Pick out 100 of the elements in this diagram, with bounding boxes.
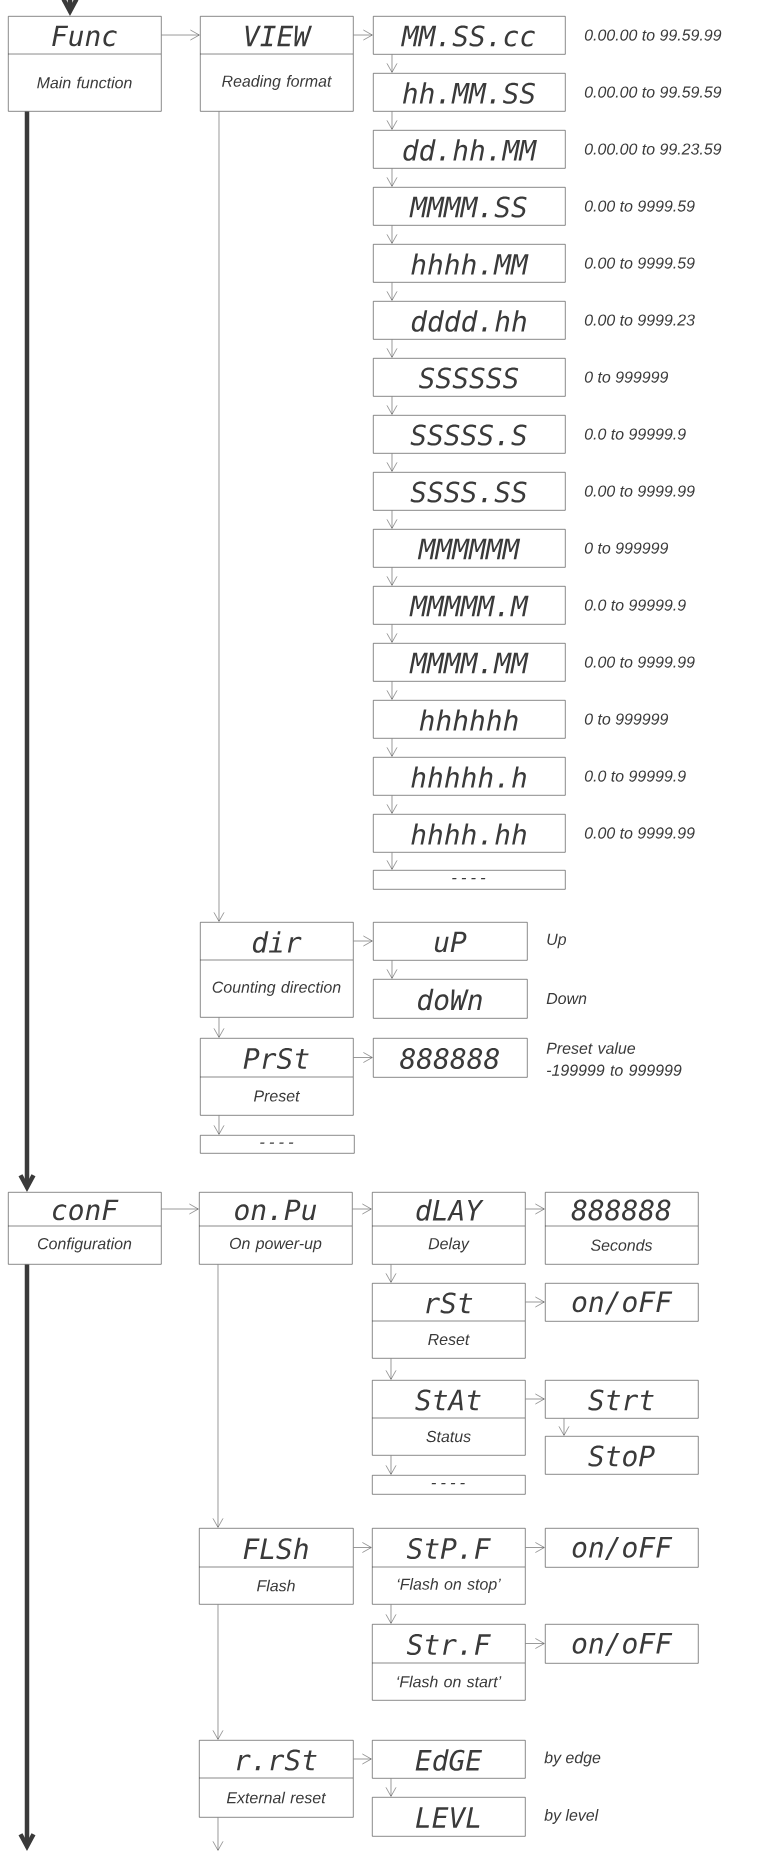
menu-box: conF Configuration xyxy=(7,1192,162,1265)
arrow xyxy=(353,1753,372,1765)
arrow xyxy=(353,1052,373,1063)
value-label: 0.00.00 to 99.23.59 xyxy=(584,143,722,155)
arrow xyxy=(386,960,398,979)
arrow xyxy=(212,1817,224,1851)
value-label: 0.00.00 to 99.59.99 xyxy=(584,29,722,41)
value-label: 0.00 to 9999.99 xyxy=(584,485,695,497)
menu-box: ---- xyxy=(200,1135,355,1154)
arrow xyxy=(213,1115,225,1135)
menu-box: StoP xyxy=(545,1436,699,1475)
arrow xyxy=(386,510,398,529)
arrow xyxy=(386,795,398,814)
arrow xyxy=(386,54,398,73)
arrow xyxy=(385,1264,397,1283)
arrow xyxy=(161,29,200,41)
menu-box: FLSh Flash xyxy=(198,1528,354,1605)
arrow xyxy=(161,1203,199,1215)
value-label: 0 to 999999 xyxy=(584,713,669,725)
arrow xyxy=(525,1542,545,1553)
menu-box: Strt xyxy=(545,1380,699,1419)
value-label: 0 to 999999 xyxy=(584,542,669,554)
arrow xyxy=(386,168,398,187)
menu-box: MMMM.SS xyxy=(373,187,566,226)
arrow xyxy=(18,111,36,1192)
value-label: 0.00 to 9999.59 xyxy=(584,257,695,269)
menu-box: dir Counting direction xyxy=(199,922,354,1018)
arrow xyxy=(18,1264,36,1851)
menu-box: MMMMMM xyxy=(373,529,566,568)
value-label: Down xyxy=(546,992,587,1005)
arrow xyxy=(386,282,398,301)
menu-box: VIEW Reading format xyxy=(199,16,354,112)
menu-box: on/oFF xyxy=(545,1624,699,1664)
menu-box: 888888 xyxy=(373,1038,528,1078)
menu-box: on/oFF xyxy=(545,1528,699,1568)
menu-box: SSSSS.S xyxy=(373,415,566,454)
value-label: 0.0 to 99999.9 xyxy=(584,770,686,782)
menu-box: uP xyxy=(373,922,528,961)
arrow xyxy=(386,624,398,643)
menu-box: on/oFF xyxy=(545,1283,699,1322)
value-label: 0.00 to 9999.59 xyxy=(584,200,695,212)
arrow xyxy=(61,0,79,16)
value-label: 0.0 to 99999.9 xyxy=(584,428,686,440)
menu-box: StAt Status xyxy=(371,1380,526,1456)
menu-box: r.rSt External reset xyxy=(198,1740,354,1818)
value-label: 0.00.00 to 99.59.59 xyxy=(584,86,722,98)
arrow xyxy=(525,1393,545,1405)
arrow xyxy=(525,1203,545,1215)
menu-box: PrSt Preset xyxy=(199,1038,354,1116)
menu-box: 888888 Seconds xyxy=(544,1192,699,1265)
arrow xyxy=(386,339,398,358)
arrow xyxy=(212,1604,224,1740)
arrow xyxy=(212,1264,224,1528)
menu-box: Func Main function xyxy=(7,16,162,112)
menu-box: Str.F ‘Flash on start’ xyxy=(371,1624,526,1701)
arrow xyxy=(213,1017,225,1038)
menu-box: rSt Reset xyxy=(371,1283,526,1359)
menu-box: dLAY Delay xyxy=(371,1192,526,1265)
arrow xyxy=(385,1358,397,1380)
menu-box: hhhhhh xyxy=(373,700,566,739)
value-label: by edge xyxy=(544,1751,601,1767)
arrow xyxy=(525,1638,545,1649)
value-label: 0.00 to 9999.99 xyxy=(584,656,695,668)
value-label: 0.00 to 9999.99 xyxy=(584,827,695,839)
arrow xyxy=(386,681,398,700)
arrow xyxy=(386,396,398,415)
value-label: 0.0 to 99999.9 xyxy=(584,599,686,611)
arrow xyxy=(385,1778,397,1797)
menu-box: on.Pu On power-up xyxy=(198,1192,353,1265)
arrow xyxy=(353,1542,372,1553)
arrow xyxy=(353,29,373,41)
arrow xyxy=(386,111,398,130)
menu-box: SSSS.SS xyxy=(373,472,566,511)
menu-box: StP.F ‘Flash on stop’ xyxy=(371,1528,526,1605)
menu-box: hhhh.hh xyxy=(373,814,566,853)
arrow xyxy=(385,1604,397,1624)
arrow xyxy=(386,738,398,757)
menu-box: ---- xyxy=(373,870,566,890)
arrow xyxy=(525,1296,545,1308)
arrow xyxy=(386,567,398,586)
arrow xyxy=(558,1418,570,1436)
arrow xyxy=(386,852,398,870)
arrow xyxy=(352,1203,372,1215)
arrow xyxy=(386,225,398,244)
menu-box: hhhh.MM xyxy=(373,244,566,283)
menu-box: LEVL xyxy=(372,1797,526,1837)
menu-box: dd.hh.MM xyxy=(373,130,566,169)
menu-box: MM.SS.cc xyxy=(373,16,566,55)
menu-box: MMMMM.M xyxy=(373,586,566,625)
menu-box: hh.MM.SS xyxy=(373,73,566,112)
menu-box: SSSSSS xyxy=(373,358,566,397)
value-label: Up xyxy=(547,933,567,949)
arrow xyxy=(213,111,225,922)
arrow xyxy=(385,1455,397,1475)
value-label: Preset value -199999 to 999999 xyxy=(546,1042,682,1076)
menu-box: dddd.hh xyxy=(373,301,566,340)
value-label: 0 to 999999 xyxy=(584,371,669,383)
value-label: by level xyxy=(544,1809,599,1824)
arrow xyxy=(386,453,398,472)
menu-box: doWn xyxy=(373,979,528,1019)
